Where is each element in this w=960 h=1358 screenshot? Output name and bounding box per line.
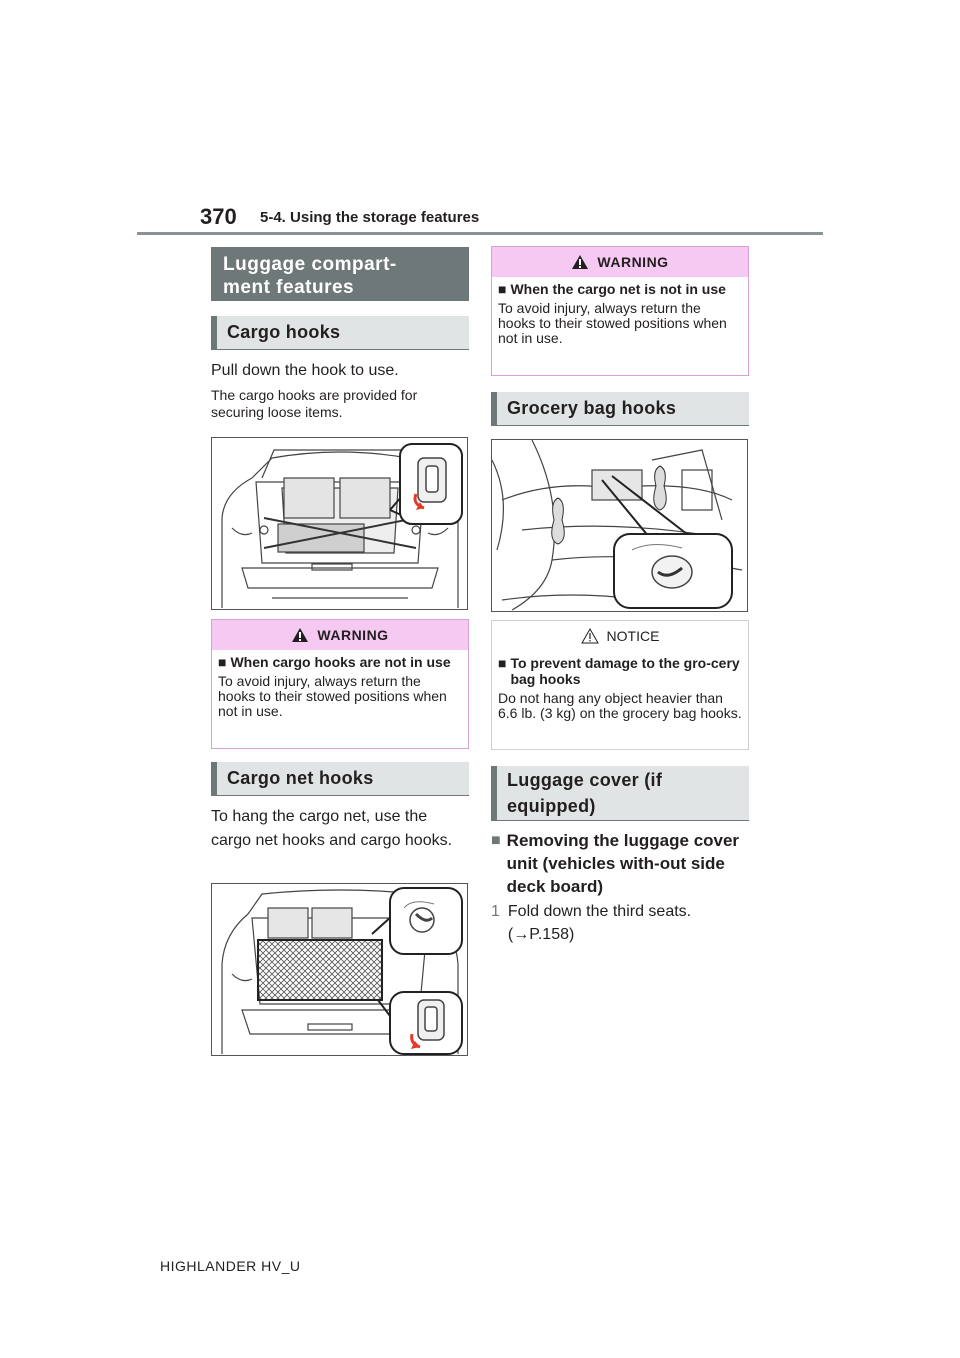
- chapter-title: 5-4. Using the storage features: [260, 209, 480, 226]
- notice-body: Do not hang any object heavier than 6.6 …: [498, 690, 742, 721]
- warning-header: WARNING: [492, 247, 748, 277]
- cargo-net-illustration: [211, 883, 468, 1056]
- header-rule: [137, 232, 823, 235]
- square-bullet-icon: ■: [498, 655, 507, 671]
- cargo-hooks-note: The cargo hooks are provided for securin…: [211, 387, 418, 420]
- warning-icon: [572, 255, 589, 269]
- footer-model: HIGHLANDER HV_U: [160, 1258, 301, 1274]
- luggage-cover-heading: Luggage cover (if equipped): [491, 766, 749, 821]
- cargo-hooks-instruction: Pull down the hook to use.: [211, 362, 399, 379]
- square-bullet-icon: ■: [498, 281, 507, 297]
- grocery-notice: NOTICE ■ To prevent damage to the gro-ce…: [491, 620, 749, 750]
- warning-label: WARNING: [597, 254, 669, 270]
- warning-label: WARNING: [317, 627, 389, 643]
- warning-body: To avoid injury, always return the hooks…: [498, 300, 727, 346]
- warning-icon: [292, 628, 309, 642]
- cargo-net-hooks-heading: Cargo net hooks: [211, 762, 469, 796]
- square-bullet-icon: ■: [491, 832, 501, 849]
- notice-header: NOTICE: [492, 621, 748, 651]
- cargo-hooks-heading: Cargo hooks: [211, 316, 469, 350]
- step-text: Fold down the third seats.: [507, 903, 692, 920]
- warning-header: WARNING: [212, 620, 468, 650]
- cargo-hooks-illustration: [211, 437, 468, 610]
- notice-subheading: To prevent damage to the gro-cery bag ho…: [510, 655, 740, 687]
- warning-subheading: When the cargo net is not in use: [510, 281, 726, 297]
- grocery-bag-hooks-heading: Grocery bag hooks: [491, 392, 749, 426]
- notice-label: NOTICE: [606, 628, 660, 644]
- luggage-cover-subheading: Removing the luggage cover unit (vehicle…: [506, 831, 740, 896]
- page-number: 370: [200, 204, 237, 229]
- step-reference-link[interactable]: (→P.158): [507, 926, 575, 943]
- grocery-bag-hooks-illustration: [491, 439, 748, 612]
- step-number: 1: [491, 903, 500, 920]
- cargo-net-warning: WARNING ■ When the cargo net is not in u…: [491, 246, 749, 376]
- warning-subheading: When cargo hooks are not in use: [230, 654, 451, 670]
- square-bullet-icon: ■: [218, 654, 227, 670]
- cargo-hooks-warning: WARNING ■ When cargo hooks are not in us…: [211, 619, 469, 749]
- warning-body: To avoid injury, always return the hooks…: [218, 673, 447, 719]
- cargo-net-instruction: To hang the cargo net, use the cargo net…: [211, 808, 453, 849]
- section-title: Luggage compart- ment features: [211, 247, 469, 301]
- caution-icon: [580, 628, 599, 644]
